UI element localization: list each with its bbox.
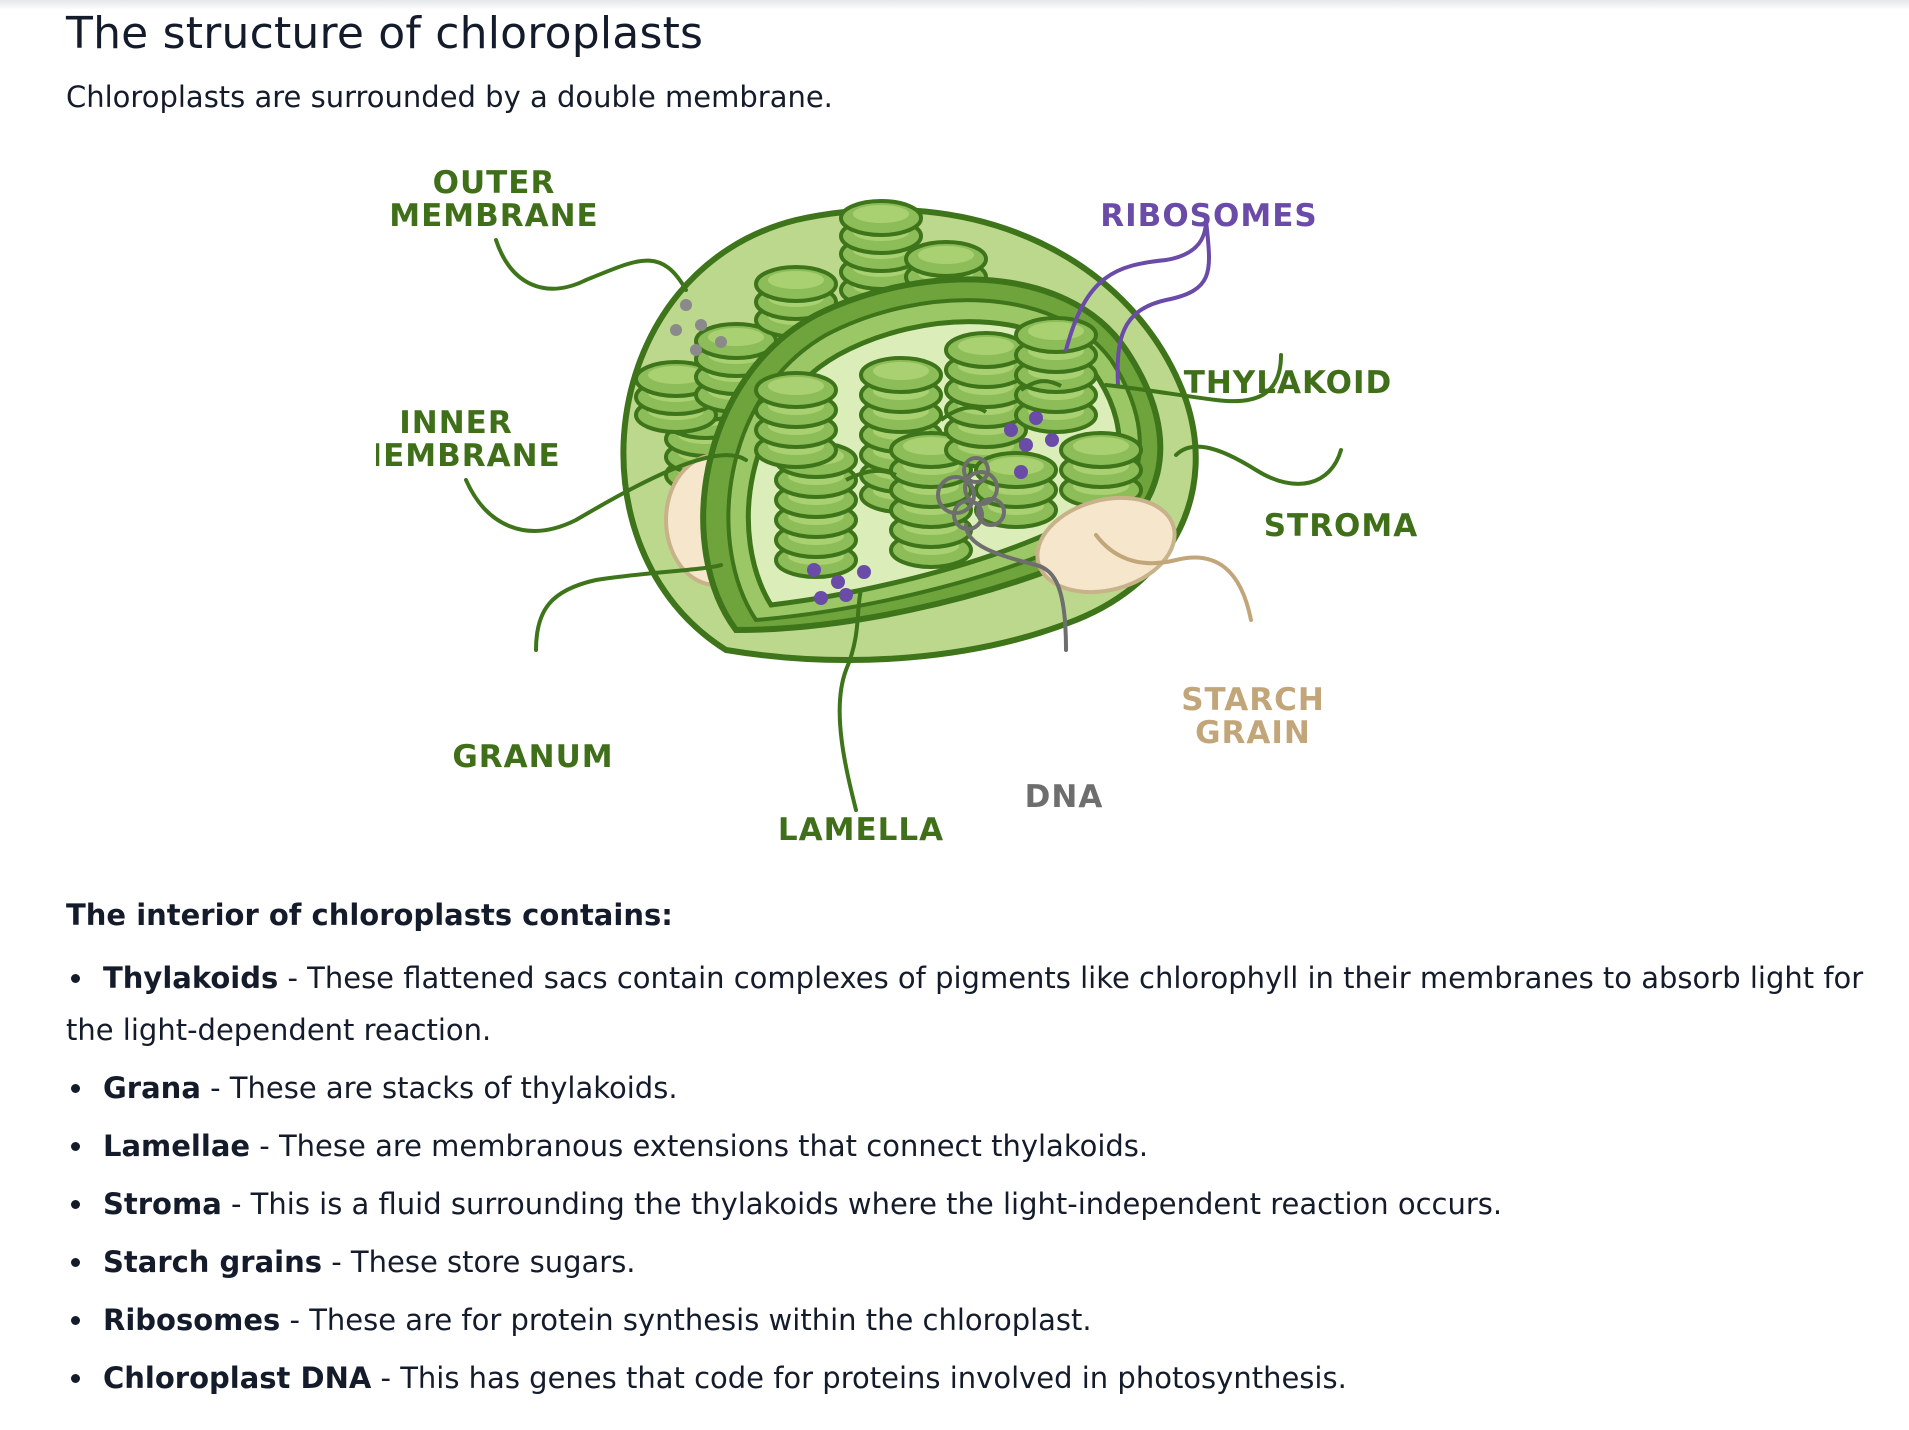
leader-lines	[464, 218, 1343, 812]
label-dna: DNA	[1025, 779, 1104, 815]
list-item-thylakoids: Thylakoids - These flattened sacs contai…	[66, 952, 1896, 1056]
top-shadow	[0, 0, 1909, 10]
label-outer-membrane-1: OUTER	[433, 165, 556, 201]
desc-ribosomes: - These are for protein synthesis within…	[280, 1303, 1092, 1337]
list-item-chloroplast-dna: Chloroplast DNA - This has genes that co…	[66, 1352, 1896, 1404]
label-ribosomes: RIBOSOMES	[1100, 198, 1317, 234]
desc-lamellae: - These are membranous extensions that c…	[250, 1129, 1149, 1163]
desc-stroma: - This is a fluid surrounding the thylak…	[221, 1187, 1503, 1221]
term-chloroplast-dna: Chloroplast DNA	[103, 1361, 372, 1395]
label-thylakoid: THYLAKOID	[1184, 365, 1393, 401]
chloroplast-diagram: OUTER MEMBRANE INNER MEMBRANE GRANUM LAM…	[376, 150, 1736, 870]
label-stroma: STROMA	[1264, 508, 1419, 544]
list-item-lamellae: Lamellae - These are membranous extensio…	[66, 1120, 1896, 1172]
list-item-starch-grains: Starch grains - These store sugars.	[66, 1236, 1896, 1288]
list-item-ribosomes: Ribosomes - These are for protein synthe…	[66, 1294, 1896, 1346]
desc-thylakoids: - These flattened sacs contain complexes…	[66, 961, 1864, 1047]
ribosome-dots	[807, 411, 1059, 605]
label-lamella: LAMELLA	[778, 812, 944, 848]
desc-starch-grains: - These store sugars.	[322, 1245, 636, 1279]
label-outer-membrane-2: MEMBRANE	[389, 198, 599, 234]
term-lamellae: Lamellae	[103, 1129, 251, 1163]
term-starch-grains: Starch grains	[103, 1245, 323, 1279]
lamellae	[845, 379, 1062, 482]
page-title: The structure of chloroplasts	[66, 8, 704, 59]
list-item-grana: Grana - These are stacks of thylakoids.	[66, 1062, 1896, 1114]
term-ribosomes: Ribosomes	[103, 1303, 281, 1337]
interior-list: Thylakoids - These flattened sacs contai…	[66, 952, 1896, 1410]
label-inner-membrane-1: INNER	[399, 405, 512, 441]
label-starch-grain-1: STARCH	[1181, 682, 1325, 718]
section-heading: The interior of chloroplasts contains:	[66, 898, 673, 932]
desc-grana: - These are stacks of thylakoids.	[200, 1071, 678, 1105]
term-thylakoids: Thylakoids	[103, 961, 279, 995]
chloroplast-illustration: OUTER MEMBRANE INNER MEMBRANE GRANUM LAM…	[376, 165, 1419, 848]
dna-loops	[936, 456, 1006, 531]
label-granum: GRANUM	[452, 739, 613, 775]
page-subtitle: Chloroplasts are surrounded by a double …	[66, 80, 833, 114]
label-starch-grain-2: GRAIN	[1195, 715, 1311, 751]
list-item-stroma: Stroma - This is a fluid surrounding the…	[66, 1178, 1896, 1230]
back-ribosomes	[670, 299, 727, 356]
label-inner-membrane-2: MEMBRANE	[376, 438, 561, 474]
term-stroma: Stroma	[103, 1187, 222, 1221]
desc-chloroplast-dna: - This has genes that code for proteins …	[371, 1361, 1347, 1395]
term-grana: Grana	[103, 1071, 201, 1105]
